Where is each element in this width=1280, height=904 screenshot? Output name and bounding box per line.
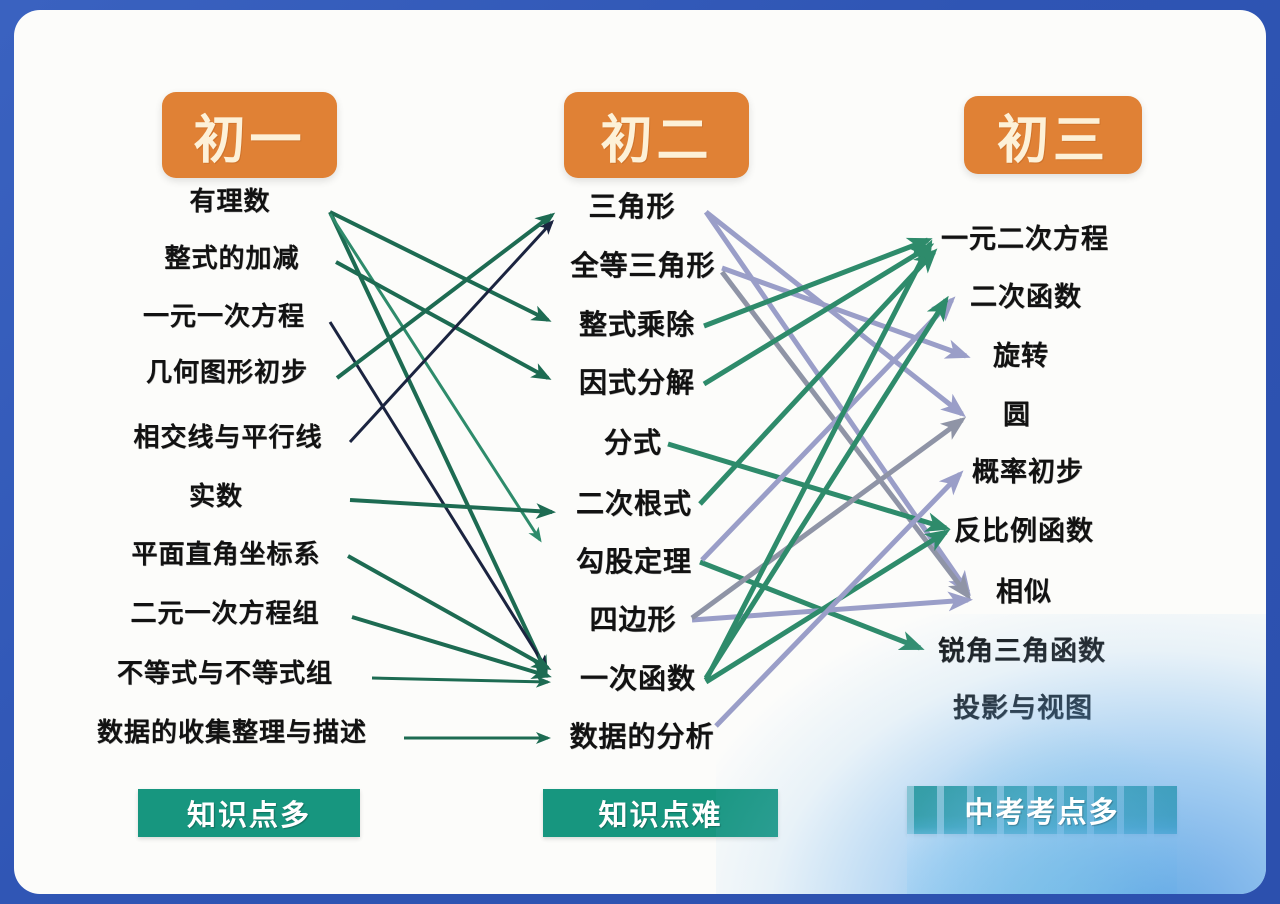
- summary-tag-grade-8[interactable]: 知识点难: [543, 789, 778, 837]
- topic-item[interactable]: 二元一次方程组: [130, 599, 320, 629]
- connector-arrow: [691, 591, 973, 623]
- white-card: 初一 初二 初三 有理数整式的加减一元一次方程几何图形初步相交线与平行线实数平面…: [14, 10, 1266, 894]
- grade-pill-chu-er[interactable]: 初二: [564, 92, 749, 178]
- topic-item[interactable]: 有理数: [189, 187, 271, 217]
- connector-arrow: [667, 441, 951, 532]
- connector-arrow: [371, 675, 551, 688]
- grade-pill-label: 初一: [193, 110, 306, 171]
- topic-item[interactable]: 三角形: [588, 190, 676, 223]
- connector-arrow: [690, 417, 967, 621]
- connector-arrow: [720, 270, 972, 600]
- connector-arrow: [721, 265, 971, 359]
- grade-pill-label: 初三: [996, 110, 1109, 171]
- connector-arrow: [348, 219, 555, 444]
- connector-arrow: [702, 243, 935, 387]
- connector-arrow: [329, 210, 552, 322]
- topic-item[interactable]: 勾股定理: [575, 545, 693, 578]
- topic-item[interactable]: 概率初步: [972, 457, 1084, 488]
- connector-arrow: [698, 248, 938, 506]
- connector-arrow: [703, 210, 971, 597]
- topic-item[interactable]: 反比例函数: [954, 516, 1094, 547]
- grade-pill-chu-san[interactable]: 初三: [964, 96, 1142, 174]
- connector-arrow: [351, 615, 552, 680]
- connector-arrow: [714, 470, 964, 728]
- topic-item[interactable]: 数据的分析: [569, 720, 715, 753]
- summary-tag-label: 知识点多: [186, 798, 311, 832]
- topic-item[interactable]: 旋转: [993, 341, 1049, 372]
- topic-item[interactable]: 相似: [996, 577, 1052, 608]
- topic-item[interactable]: 全等三角形: [570, 249, 716, 282]
- connector-arrow: [328, 213, 542, 543]
- topic-item[interactable]: 二次根式: [575, 487, 693, 520]
- topic-item[interactable]: 一元一次方程: [142, 302, 306, 332]
- connector-arrow: [699, 559, 925, 651]
- connector-arrow: [704, 210, 966, 418]
- connector-arrow: [335, 212, 556, 380]
- topic-item[interactable]: 几何图形初步: [145, 358, 309, 388]
- topic-item[interactable]: 因式分解: [578, 366, 696, 399]
- connector-arrow: [704, 529, 951, 685]
- topic-item[interactable]: 一次函数: [579, 662, 697, 695]
- summary-tag-grade-9[interactable]: 中考考点多: [907, 786, 1177, 834]
- connector-arrow: [349, 498, 556, 520]
- grade-pill-label: 初二: [600, 110, 713, 171]
- summary-tag-grade-7[interactable]: 知识点多: [138, 789, 360, 837]
- topic-item[interactable]: 平面直角坐标系: [131, 540, 321, 570]
- summary-tag-label: 中考考点多: [964, 795, 1120, 829]
- topic-item[interactable]: 锐角三角函数: [938, 636, 1106, 667]
- topic-item[interactable]: 相交线与平行线: [133, 423, 323, 453]
- topic-item[interactable]: 四边形: [589, 603, 677, 636]
- summary-tag-label: 知识点难: [598, 798, 723, 832]
- topic-item[interactable]: 整式乘除: [578, 308, 696, 341]
- grade-pill-chu-yi[interactable]: 初一: [162, 92, 337, 178]
- topic-item[interactable]: 圆: [1003, 400, 1031, 431]
- topic-item[interactable]: 数据的收集整理与描述: [96, 718, 368, 748]
- topic-item[interactable]: 整式的加减: [164, 244, 300, 274]
- topic-item[interactable]: 投影与视图: [953, 693, 1093, 724]
- connector-arrow: [703, 295, 949, 680]
- connector-arrow: [335, 260, 552, 380]
- topic-item[interactable]: 实数: [188, 482, 244, 512]
- connector-arrow: [703, 239, 933, 682]
- topic-item[interactable]: 二次函数: [970, 282, 1082, 313]
- topic-item[interactable]: 分式: [603, 426, 663, 459]
- connector-arrow: [703, 237, 933, 329]
- connector-arrow: [328, 321, 548, 671]
- connector-arrow: [328, 211, 548, 676]
- connector-arrow: [700, 296, 956, 562]
- topic-item[interactable]: 一元二次方程: [941, 224, 1109, 255]
- connector-arrow: [347, 554, 552, 670]
- topic-item[interactable]: 不等式与不等式组: [116, 659, 334, 689]
